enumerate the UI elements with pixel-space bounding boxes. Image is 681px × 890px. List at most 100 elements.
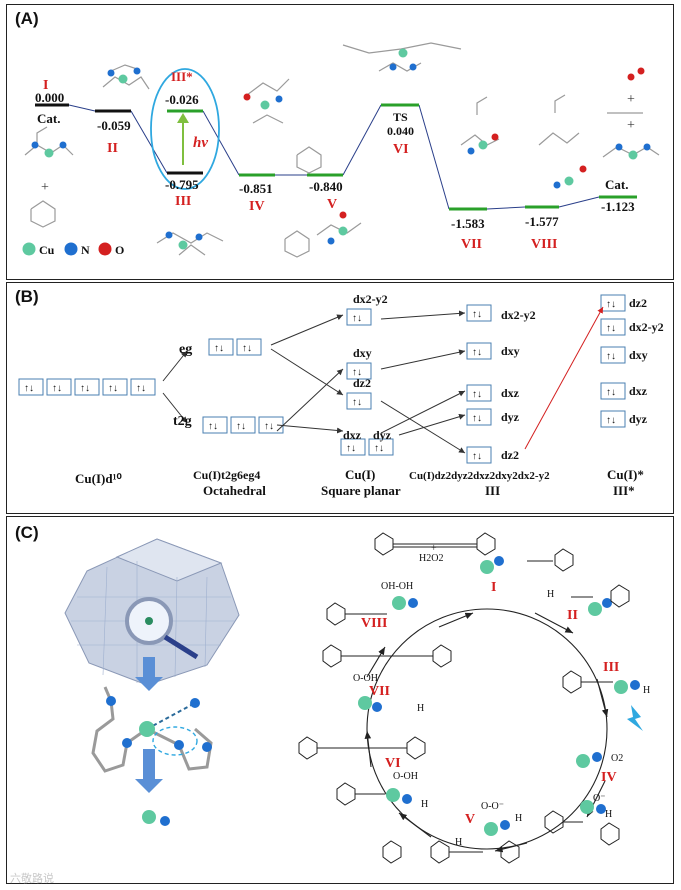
legend-n-dot	[64, 242, 78, 256]
orbital-box	[600, 410, 626, 428]
col3-level-0: dx2-y2	[353, 292, 388, 306]
electron-pair: ↑↓	[606, 415, 616, 426]
photoexcitation-ellipse	[150, 68, 220, 190]
energy-IV: -0.851	[239, 181, 273, 196]
molecule-structure-icons	[24, 42, 660, 258]
group-o-oh-vi: O-OH	[393, 771, 418, 782]
electron-pair: ↑↓	[352, 313, 362, 324]
label-state-VII: VII	[461, 237, 482, 252]
orbital-box	[600, 318, 626, 336]
caption-col1: Cu(I)d¹⁰	[75, 471, 122, 486]
group-h-v: H	[515, 813, 522, 824]
energy-III-star: -0.026	[165, 92, 199, 107]
electron-pair: ↑↓	[24, 383, 34, 394]
electron-pair: ↑↓	[136, 383, 146, 394]
col4-level-1: dxy	[501, 344, 520, 358]
group-h-vi: H	[421, 799, 428, 810]
electron-pair: ↑↓	[606, 387, 616, 398]
hv-label: hv	[193, 135, 208, 151]
label-cat-initial: Cat.	[37, 111, 60, 126]
label-cat-final: Cat.	[605, 177, 628, 192]
electron-pair: ↑↓	[208, 421, 218, 432]
electron-pair: ↑↓	[236, 421, 246, 432]
energy-VII: -1.583	[451, 216, 485, 231]
electron-pair: ↑↓	[214, 343, 224, 354]
energy-TS: 0.040	[387, 124, 414, 138]
legend-n-label: N	[81, 243, 90, 257]
panel-c-label: (C)	[15, 523, 39, 542]
col4-level-0: dx2-y2	[501, 308, 536, 322]
excitation-arrow	[524, 306, 604, 450]
panel-a-energy-profile: (A) I 0.000 Cat. -0.059 I	[6, 4, 674, 280]
cycle-label-V: V	[465, 812, 475, 827]
label-state-II: II	[107, 141, 118, 156]
energy-V: -0.840	[309, 179, 343, 194]
label-TS: TS	[393, 110, 408, 124]
group-h-ii: H	[547, 589, 554, 600]
orbital-box	[346, 392, 372, 410]
legend-cu-label: Cu	[39, 243, 55, 257]
orbital-box	[236, 338, 262, 356]
col3-level-2: dz2	[353, 376, 371, 390]
panel-b-label: (B)	[15, 287, 39, 306]
reagent-o2: O2	[611, 753, 623, 764]
label-state-IV: IV	[249, 199, 265, 214]
electron-pair: ↑↓	[346, 443, 356, 454]
orbital-box	[466, 408, 492, 426]
orbital-box	[102, 378, 128, 396]
orbital-box	[600, 294, 626, 312]
cycle-label-I: I	[491, 580, 496, 595]
group-o-oh-vii: O-OH	[353, 673, 378, 684]
col4-level-3: dyz	[501, 410, 520, 424]
legend-cu-dot	[22, 242, 36, 256]
group-h-v2: H	[455, 837, 462, 848]
legend-o-dot	[98, 242, 112, 256]
col4-level-4: dz2	[501, 448, 519, 462]
electron-pair: ↑↓	[352, 397, 362, 408]
electron-pair: ↑↓	[472, 347, 482, 358]
electron-pair: ↑↓	[606, 323, 616, 334]
orbital-box	[340, 438, 366, 456]
orbital-splitting-diagram: eg t2g dx2-y2 dxy dz2 dxz dyz dx2-y2 dxy…	[18, 292, 664, 498]
panel-a-label: (A)	[15, 9, 39, 28]
caption-col3-1: Cu(I)	[345, 467, 375, 482]
caption-col3-2: Square planar	[321, 483, 401, 498]
orbital-box	[130, 378, 156, 396]
cycle-molecules	[358, 556, 640, 836]
col3-level-3: dxz	[343, 428, 362, 442]
orbital-box	[466, 304, 492, 322]
caption-col4-1: Cu(I)dz2dyz2dxz2dxy2dx2-y2	[409, 470, 550, 482]
col5-level-0: dz2	[629, 296, 647, 310]
group-h-iv: H	[605, 809, 612, 820]
col5-level-2: dxy	[629, 348, 648, 362]
orbital-box	[466, 342, 492, 360]
legend-o-label: O	[115, 243, 124, 257]
electron-pair: ↑↓	[108, 383, 118, 394]
electron-pair: ↑↓	[242, 343, 252, 354]
group-oh-oh: OH-OH	[381, 581, 413, 592]
label-state-III-star: III*	[171, 69, 193, 84]
orbital-box	[600, 346, 626, 364]
plus-sign-a3: +	[627, 118, 635, 133]
panel-c-catalytic-cycle: (C)	[6, 516, 674, 884]
electron-pair: ↑↓	[264, 421, 274, 432]
col5-level-4: dyz	[629, 412, 648, 426]
label-state-V: V	[327, 197, 337, 212]
watermark: 六敬路说	[10, 873, 54, 885]
col5-level-1: dx2-y2	[629, 320, 664, 334]
label-state-VIII: VIII	[531, 237, 557, 252]
energy-cat-final: -1.123	[601, 199, 635, 214]
electron-pair: ↑↓	[352, 367, 362, 378]
cycle-ring	[366, 608, 608, 850]
reagent-h2o2: H2O2	[419, 553, 443, 564]
orbital-box	[346, 362, 372, 380]
group-h-vii: H	[417, 703, 424, 714]
caption-col2-2: Octahedral	[203, 483, 266, 498]
nanocrystal-model	[64, 538, 240, 686]
caption-col2-1: Cu(I)t2g6eg4	[193, 468, 260, 482]
orbital-box	[466, 384, 492, 402]
reagent-plus: +	[431, 543, 437, 554]
lightning-icon	[627, 705, 643, 731]
electron-pair: ↑↓	[374, 443, 384, 454]
energy-III: -0.795	[165, 177, 199, 192]
